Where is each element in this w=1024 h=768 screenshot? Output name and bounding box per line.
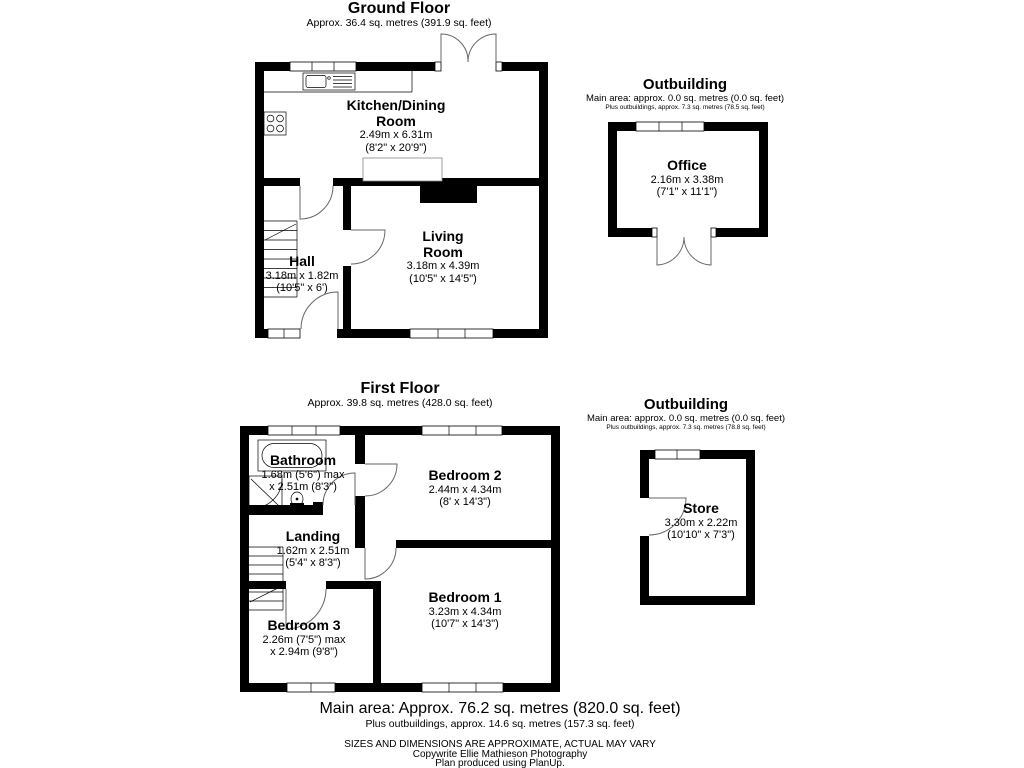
room-dim-metric: 2.49m x 6.31m (359, 129, 433, 141)
room-label-living-room: Living Room 3.18m x 4.39m (10'5" x 14'5"… (403, 228, 483, 285)
outbuilding-first-main-area: Main area: approx. 0.0 sq. metres (0.0 s… (586, 413, 785, 424)
office-outbuilding-plan (608, 121, 768, 266)
room-dim-metric: 2.44m x 4.34m (428, 483, 502, 496)
room-name: Kitchen/Dining Room (346, 97, 446, 129)
first-floor-plan (240, 425, 560, 693)
store-walls (640, 450, 755, 605)
room-name: Bathroom (269, 452, 337, 468)
room-name: Living Room (422, 228, 464, 260)
store-window (654, 449, 701, 460)
store-outbuilding-plan (640, 449, 755, 605)
outbuilding-first-title: Outbuilding (643, 396, 729, 413)
room-label-hall: Hall 3.18m x 1.82m (10'5" x 6') (262, 253, 342, 295)
room-name: Bedroom 3 (267, 617, 341, 633)
first-floor-title: First Floor (360, 380, 440, 397)
office-doors (656, 236, 712, 266)
room-dim-metric: 3.30m x 2.22m (664, 516, 738, 529)
room-dim-imperial: (10'10" x 7'3") (667, 529, 735, 541)
ground-floor-title: Ground Floor (347, 0, 451, 17)
room-label-bedroom-1: Bedroom 1 3.23m x 4.34m (10'7" x 14'3") (405, 589, 525, 631)
outbuilding-ground-header: Outbuilding Main area: approx. 0.0 sq. m… (585, 77, 785, 112)
outbuilding-ground-title: Outbuilding (642, 76, 728, 93)
room-name: Bedroom 1 (428, 589, 502, 605)
room-dim-imperial: (5'4" x 8'3") (285, 557, 341, 569)
ff-walls (240, 426, 560, 692)
footer-plus-outbuildings: Plus outbuildings, approx. 14.6 sq. metr… (365, 718, 635, 730)
room-name: Bedroom 2 (428, 467, 502, 483)
first-floor-header: First Floor Approx. 39.8 sq. metres (428… (250, 380, 550, 409)
room-label-office: Office 2.16m x 3.38m (7'1" x 11'1") (627, 157, 747, 199)
ff-window-mullions (291, 426, 477, 692)
gf-walls (255, 62, 548, 338)
room-name: Office (667, 157, 707, 173)
ground-floor-subtitle: Approx. 36.4 sq. metres (391.9 sq. feet) (306, 17, 492, 29)
room-label-store: Store 3.30m x 2.22m (10'10" x 7'3") (641, 500, 761, 542)
outbuilding-ground-plus: Plus outbuildings, approx. 7.3 sq. metre… (605, 104, 765, 111)
room-dim-metric: 2.26m (7'5") max (262, 633, 346, 646)
room-dim-imperial: x 2.94m (9'8") (270, 646, 338, 658)
room-dim-imperial: x 2.51m (8'3") (269, 481, 337, 493)
gf-kitchen-fixtures (263, 71, 413, 136)
footer-produced-by: Plan produced using PlanUp. (435, 758, 565, 768)
room-dim-imperial: (10'7" x 14'3") (431, 618, 499, 630)
ground-floor-plan (255, 33, 548, 339)
gf-stairs (264, 220, 298, 298)
room-dim-imperial: (8'2" x 20'9") (365, 141, 427, 154)
room-dim-metric: 1.62m x 2.51m (276, 544, 350, 557)
gf-window-mullions (283, 62, 466, 338)
footer-main-area: Main area: Approx. 76.2 sq. metres (820.… (319, 700, 681, 717)
room-dim-imperial: (10'5" x 6') (276, 282, 328, 294)
room-dim-imperial: (10'5" x 14'5") (409, 272, 477, 285)
room-label-bathroom: Bathroom 1.68m (5'6") max x 2.51m (8'3") (253, 452, 353, 494)
room-name: Landing (285, 528, 341, 544)
gf-archway (362, 157, 443, 182)
room-dim-imperial: (7'1" x 11'1") (656, 186, 718, 198)
ff-bathroom-fixtures (248, 439, 327, 513)
gf-doors (299, 33, 497, 330)
room-dim-metric: 3.18m x 4.39m (406, 260, 480, 272)
office-walls (608, 122, 768, 237)
room-name: Hall (289, 253, 315, 269)
room-label-bedroom-3: Bedroom 3 2.26m (7'5") max x 2.94m (9'8"… (244, 617, 364, 659)
footer: Main area: Approx. 76.2 sq. metres (820.… (0, 699, 1000, 768)
room-label-kitchen-dining: Kitchen/Dining Room 2.49m x 6.31m (8'2" … (331, 97, 461, 154)
room-dim-metric: 3.18m x 1.82m (265, 269, 339, 282)
first-floor-subtitle: Approx. 39.8 sq. metres (428.0 sq. feet) (307, 397, 493, 409)
footer-copyright: Copywrite Ellie Mathieson Photography (412, 748, 588, 760)
ff-stairs (249, 546, 284, 611)
outbuilding-first-header: Outbuilding Main area: approx. 0.0 sq. m… (586, 397, 786, 432)
ff-doors (285, 463, 398, 630)
room-label-bedroom-2: Bedroom 2 2.44m x 4.34m (8' x 14'3") (405, 467, 525, 509)
room-dim-metric: 3.23m x 4.34m (428, 605, 502, 618)
outbuilding-first-plus: Plus outbuildings, approx. 7.3 sq. metre… (606, 424, 766, 431)
room-name: Store (683, 500, 719, 516)
store-door (648, 497, 687, 536)
room-label-landing: Landing 1.62m x 2.51m (5'4" x 8'3") (263, 528, 363, 570)
footer-disclaimer: SIZES AND DIMENSIONS ARE APPROXIMATE, AC… (344, 739, 656, 750)
outbuilding-ground-main-area: Main area: approx. 0.0 sq. metres (0.0 s… (585, 93, 784, 104)
office-window-mullions (658, 122, 683, 131)
room-dim-metric: 1.68m (5'6") max (261, 468, 345, 481)
room-dim-imperial: (8' x 14'3") (439, 496, 491, 508)
room-dim-metric: 2.16m x 3.38m (650, 173, 724, 186)
ground-floor-header: Ground Floor Approx. 36.4 sq. metres (39… (249, 0, 549, 29)
office-window (635, 121, 717, 238)
